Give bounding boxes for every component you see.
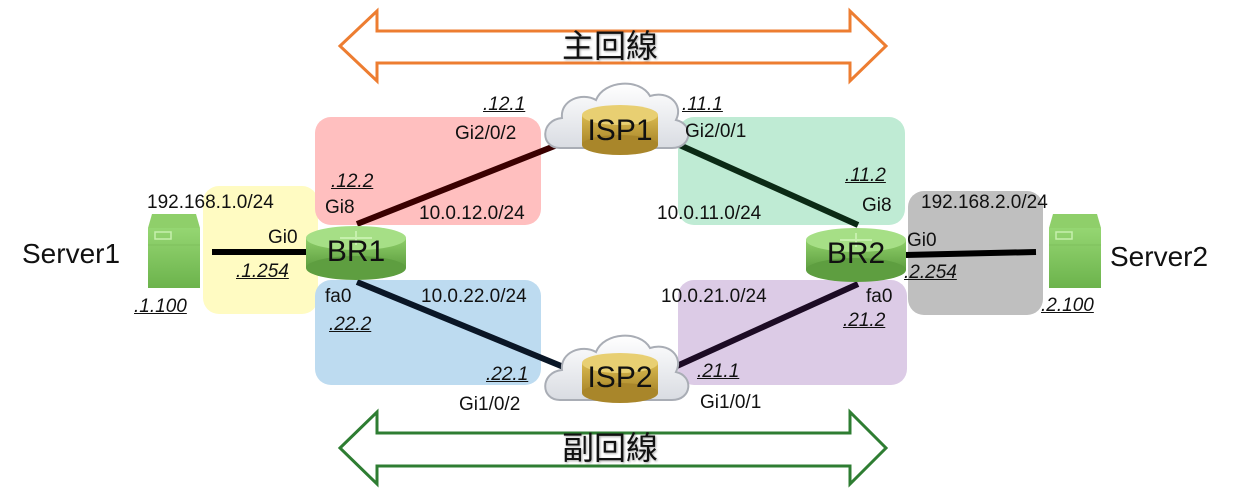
network-link21: 10.0.21.0/24: [661, 286, 767, 307]
link-isp1-br2: [653, 131, 860, 228]
server1-label: Server1: [22, 238, 121, 269]
server1-ip: .1.100: [134, 296, 187, 317]
br1-gi0-name: Gi0: [268, 227, 298, 248]
server1-icon: [148, 214, 200, 288]
br1-fa0-ip: .22.2: [329, 314, 372, 335]
br2-gi0-name: Gi0: [907, 230, 937, 251]
server2-ip: .2.100: [1041, 295, 1094, 316]
isp1-gi201-name: Gi2/0/1: [685, 121, 747, 142]
region-link11: [678, 117, 905, 225]
network-link22: 10.0.22.0/24: [421, 286, 527, 307]
br2-fa0-ip: .21.2: [843, 310, 886, 331]
region-link21: [678, 280, 907, 385]
br1-gi8-name: Gi8: [325, 197, 355, 218]
br1-gi8-ip: .12.2: [331, 171, 374, 192]
br2-gi8-name: Gi8: [862, 195, 892, 216]
isp1-gi202-name: Gi2/0/2: [455, 123, 517, 144]
isp1-gi201-ip: .11.1: [682, 94, 723, 115]
isp1-label: ISP1: [587, 114, 653, 147]
region-link12: [315, 117, 541, 225]
isp2-gi102-ip: .22.1: [486, 364, 529, 385]
br1-gi0-ip: .1.254: [236, 261, 289, 282]
br2-gi0-ip: .2.254: [904, 262, 957, 283]
link-br2-server2: [904, 249, 1037, 258]
secondary-line-label: 副回線: [562, 429, 659, 467]
server2-label: Server2: [1110, 241, 1209, 272]
br2-gi8-ip: .11.2: [845, 165, 886, 186]
network-link12: 10.0.12.0/24: [419, 203, 525, 224]
network-lan2: 192.168.2.0/24: [921, 192, 1048, 213]
secondary-line-arrow: [337, 408, 889, 488]
region-link22: [315, 280, 541, 385]
isp2-router-icon: [582, 353, 658, 403]
network-link11: 10.0.11.0/24: [657, 203, 762, 224]
isp2-gi101-name: Gi1/0/1: [700, 392, 762, 413]
link-br1-isp1: [355, 131, 587, 227]
isp1-gi202-ip: .12.1: [483, 94, 526, 115]
br1-router-icon: [306, 226, 406, 280]
br2-label: BR2: [826, 237, 886, 270]
link-br1-isp2: [355, 279, 585, 378]
br2-router-icon: [806, 228, 906, 282]
br2-fa0-name: fa0: [866, 286, 893, 307]
server2-icon: [1049, 214, 1101, 288]
isp1-router-icon: [582, 105, 658, 155]
br1-fa0-name: fa0: [325, 286, 352, 307]
primary-line-label: 主回線: [562, 27, 659, 65]
link-isp2-br2: [655, 281, 860, 378]
br1-label: BR1: [326, 235, 386, 268]
primary-line-arrow: [337, 7, 889, 85]
isp2-gi101-ip: .21.1: [697, 361, 740, 382]
isp2-label: ISP2: [587, 361, 653, 394]
network-lan1: 192.168.1.0/24: [147, 192, 274, 213]
isp2-gi102-name: Gi1/0/2: [459, 394, 521, 415]
